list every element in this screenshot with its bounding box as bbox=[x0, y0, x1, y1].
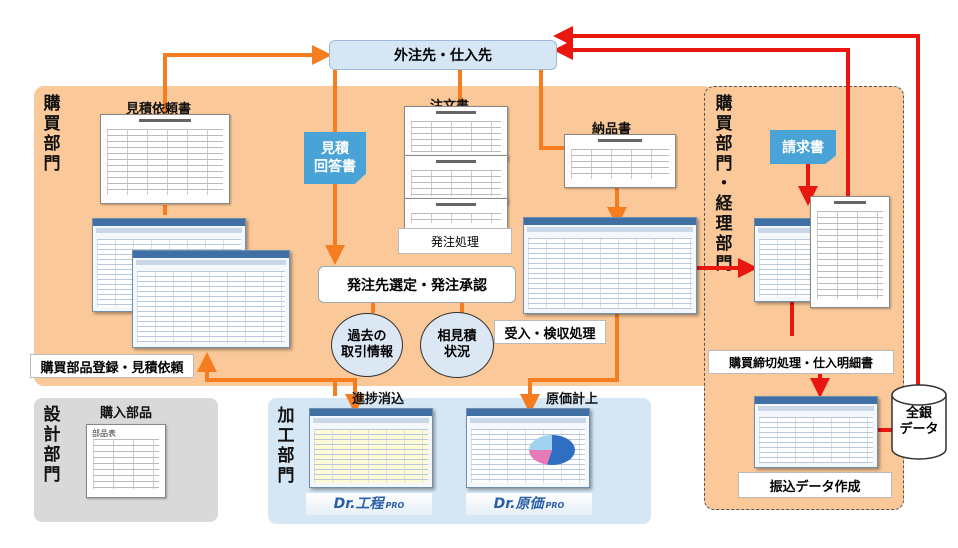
invoice-flag: 請求書 bbox=[770, 130, 836, 164]
closing-box: 購買締切処理・仕入明細書 bbox=[708, 350, 894, 374]
multi-quote-circle: 相見積 状況 bbox=[420, 312, 494, 378]
purchased-parts-label: 購入部品 bbox=[100, 406, 153, 421]
purchase-order-document-2 bbox=[404, 155, 508, 205]
progress-label: 進捗消込 bbox=[352, 392, 405, 407]
quote-reply-flag: 見積 回答書 bbox=[304, 132, 366, 184]
parts-registration-box: 購買部品登録・見積依頼 bbox=[30, 354, 194, 378]
receiving-box: 受入・検収処理 bbox=[494, 320, 606, 344]
order-selection-node: 発注先選定・発注承認 bbox=[318, 266, 516, 303]
purchase-order-document-3 bbox=[404, 198, 508, 232]
parts-registration-window-2 bbox=[132, 250, 290, 348]
delivery-note-label: 納品書 bbox=[592, 122, 632, 137]
quote-request-document bbox=[100, 114, 230, 204]
parts-table-label: 部品表 bbox=[92, 429, 116, 438]
dr-cost-suffix: PRO bbox=[545, 501, 565, 510]
order-process-box: 発注処理 bbox=[398, 228, 512, 254]
purchasing-department-label: 購 買 部 門 bbox=[43, 94, 61, 174]
transfer-box: 振込データ作成 bbox=[738, 472, 892, 498]
dr-process-suffix: PRO bbox=[385, 501, 405, 510]
process-management-window bbox=[309, 408, 433, 488]
quote-request-label: 見積依頼書 bbox=[126, 102, 192, 117]
receiving-window bbox=[523, 217, 697, 314]
zengin-database-cylinder bbox=[891, 384, 947, 460]
zengin-database-label: 全銀 データ bbox=[899, 406, 939, 437]
statement-document bbox=[810, 196, 890, 308]
past-records-circle: 過去の 取引情報 bbox=[331, 313, 403, 377]
processing-department-label: 加 工 部 門 bbox=[277, 406, 295, 486]
delivery-note-document bbox=[564, 134, 676, 188]
costing-label: 原価計上 bbox=[546, 392, 599, 407]
pie-chart-graphic bbox=[529, 435, 575, 465]
purchasing-accounting-department-label: 購 買 部 門 ・ 経 理 部 門 bbox=[715, 94, 733, 274]
dr-cost-name: Dr.原価 bbox=[493, 496, 544, 512]
design-department-label: 設 計 部 門 bbox=[43, 405, 61, 485]
dr-process-name: Dr.工程 bbox=[333, 496, 384, 512]
cost-management-window bbox=[466, 408, 590, 488]
parts-table-document: 部品表 bbox=[86, 424, 166, 498]
transfer-window bbox=[754, 396, 878, 468]
supplier-node: 外注先・仕入先 bbox=[329, 40, 557, 70]
purchase-order-document-1 bbox=[404, 106, 508, 161]
